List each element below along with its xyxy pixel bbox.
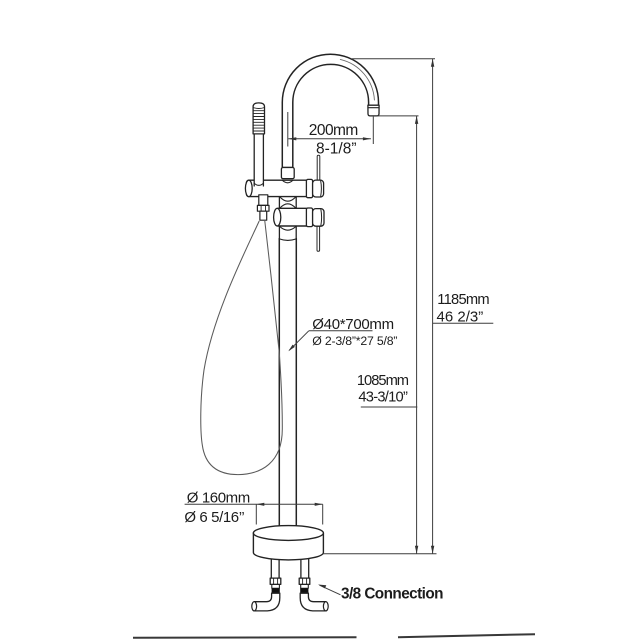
svg-text:Ø 160mm: Ø 160mm xyxy=(187,490,250,507)
svg-text:Ø40*700mm: Ø40*700mm xyxy=(312,316,394,333)
svg-text:Ø 2-3/8”*27 5/8”: Ø 2-3/8”*27 5/8” xyxy=(312,334,397,348)
svg-text:1185mm: 1185mm xyxy=(437,292,489,308)
svg-text:1085mm: 1085mm xyxy=(357,373,409,389)
svg-text:Ø 6 5/16’’: Ø 6 5/16’’ xyxy=(184,509,244,526)
svg-text:8-1/8”: 8-1/8” xyxy=(316,141,357,158)
svg-text:3/8 Connection: 3/8 Connection xyxy=(341,585,443,602)
svg-text:200mm: 200mm xyxy=(309,122,358,139)
svg-text:43-3/10”: 43-3/10” xyxy=(358,390,408,406)
svg-text:46 2/3”: 46 2/3” xyxy=(437,308,484,325)
